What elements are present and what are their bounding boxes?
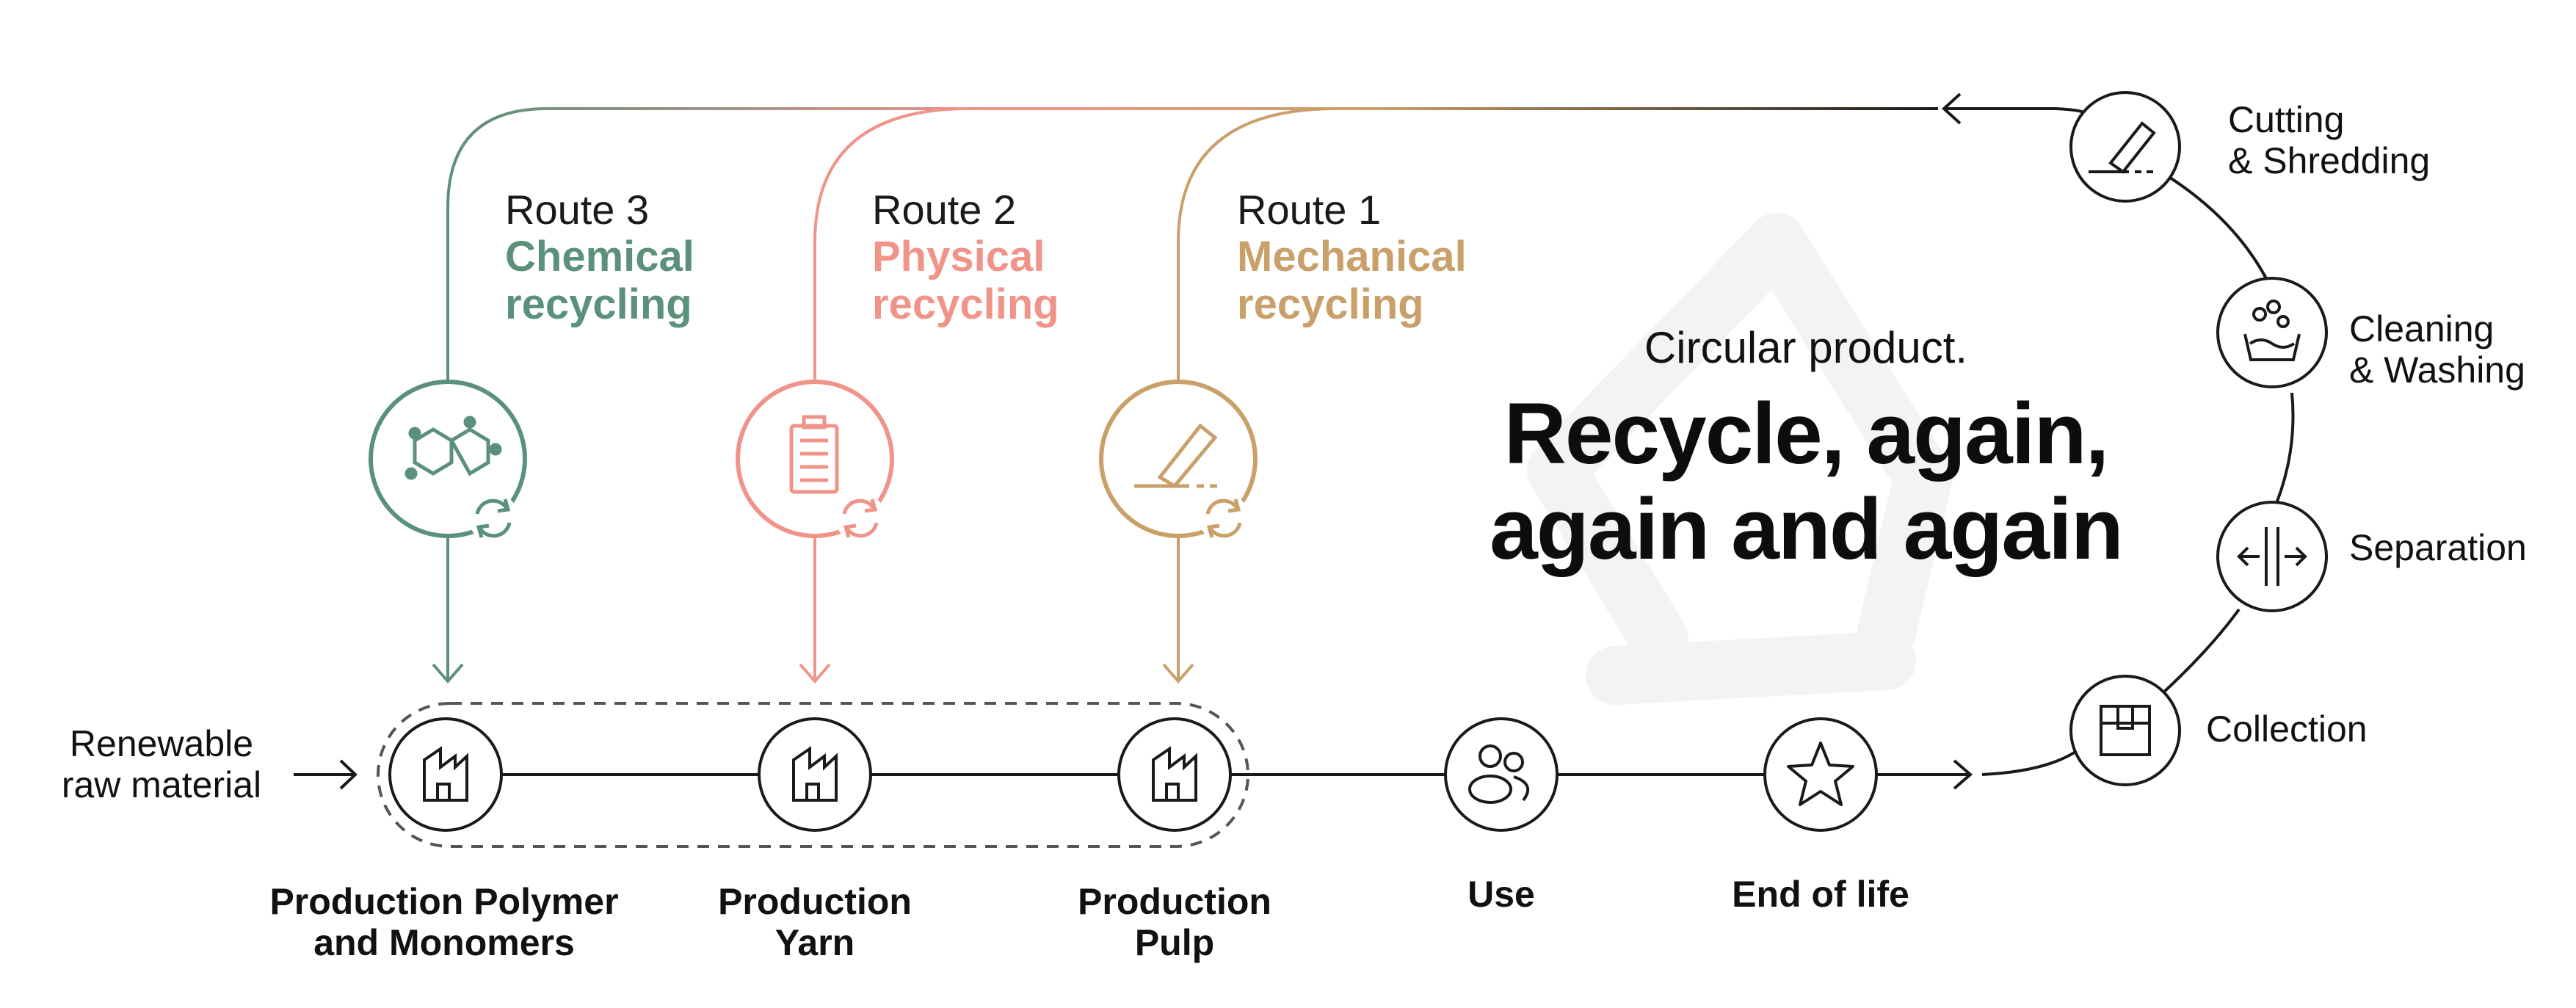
route-2-branch	[813, 107, 970, 382]
washing-icon	[2243, 300, 2301, 361]
input-label: Renewable raw material	[40, 723, 283, 805]
route-2-name-line1: Physical	[872, 232, 1045, 280]
loop-label-cleaning-line1: Cleaning	[2349, 308, 2495, 349]
stage-label-use: Use	[1391, 874, 1611, 915]
route-1-name-line2: recycling	[1237, 280, 1424, 328]
stage-node-end-of-life	[1763, 717, 1878, 832]
clipboard-icon	[789, 415, 839, 494]
stage-label-end-of-life: End of life	[1674, 874, 1967, 915]
stage-node-pulp	[1117, 717, 1232, 832]
molecule-icon	[404, 416, 502, 480]
route-3-node	[369, 380, 527, 543]
headline-line1: Recycle, again,	[1503, 385, 2110, 482]
stage-label-yarn: Production Yarn	[668, 881, 962, 963]
route-1-branch	[1177, 107, 1337, 382]
refresh-icon	[475, 498, 512, 538]
loop-label-collection: Collection	[2206, 708, 2368, 750]
return-line	[446, 107, 1938, 382]
route-1-number: Route 1	[1237, 186, 1382, 233]
route-2-number: Route 2	[872, 186, 1017, 233]
refresh-icon	[842, 498, 879, 538]
stage-node-use	[1444, 717, 1559, 832]
loop-label-collection-line1: Collection	[2206, 708, 2368, 750]
route-3-name-line1: Chemical	[505, 232, 694, 280]
production-group	[377, 702, 1249, 848]
stage-node-yarn	[758, 717, 872, 832]
route-1-label: Route 1 Mechanical recycling	[1237, 186, 1467, 329]
box-icon	[2100, 705, 2151, 756]
route-2-label: Route 2 Physical recycling	[872, 186, 1059, 329]
loop-label-separation: Separation	[2349, 527, 2527, 568]
input-label-line1: Renewable	[69, 723, 254, 764]
route-1-node	[1099, 380, 1258, 543]
stage-label-pulp-line1: Production	[1078, 881, 1271, 922]
loop-arc	[1981, 171, 2295, 776]
loop-node-cleaning	[2216, 277, 2328, 388]
loop-node-cutting	[2069, 91, 2181, 203]
loop-node-collection	[2069, 675, 2181, 786]
stage-label-pulp: Production Pulp	[1028, 881, 1321, 963]
route-2-node	[736, 380, 894, 543]
stage-label-end-of-life-line1: End of life	[1732, 874, 1909, 915]
people-icon	[1468, 744, 1530, 804]
loop-label-cutting-line2: & Shredding	[2228, 140, 2431, 181]
cutter-icon	[2089, 121, 2158, 174]
stage-label-yarn-line2: Yarn	[774, 922, 855, 963]
route-2-name-line2: recycling	[872, 280, 1059, 328]
route-3-name-line2: recycling	[505, 280, 692, 328]
stage-label-use-line1: Use	[1467, 874, 1535, 915]
stage-label-yarn-line1: Production	[718, 881, 912, 922]
refresh-icon	[1205, 498, 1242, 538]
stage-label-pulp-line2: Pulp	[1134, 922, 1215, 963]
stage-label-polymer-line1: Production Polymer	[269, 881, 619, 922]
headline-line2: again and again	[1490, 481, 2124, 578]
factory-icon	[792, 746, 838, 802]
return-line-end	[1944, 107, 2086, 115]
stage-label-polymer: Production Polymer and Monomers	[220, 881, 668, 963]
star-icon	[1787, 742, 1854, 806]
recycle-watermark	[1527, 213, 1953, 705]
headline-subtitle: Circular product.	[1644, 323, 1968, 372]
loop-node-separation	[2216, 501, 2328, 612]
factory-icon	[1152, 746, 1197, 802]
input-label-line2: raw material	[61, 764, 262, 805]
loop-label-cleaning-line2: & Washing	[2349, 349, 2525, 391]
separation-icon	[2237, 527, 2307, 586]
route-1-name-line1: Mechanical	[1237, 232, 1467, 280]
loop-label-cutting: Cutting & Shredding	[2228, 99, 2430, 181]
loop-label-separation-line1: Separation	[2349, 527, 2527, 568]
stage-label-polymer-line2: and Monomers	[313, 922, 575, 963]
cutter-icon	[1134, 423, 1222, 489]
route-3-label: Route 3 Chemical recycling	[505, 186, 694, 329]
loop-label-cutting-line1: Cutting	[2228, 99, 2345, 140]
loop-label-cleaning: Cleaning & Washing	[2349, 308, 2525, 391]
factory-icon	[423, 746, 468, 802]
stage-node-polymer	[388, 717, 503, 832]
route-3-number: Route 3	[505, 186, 650, 233]
